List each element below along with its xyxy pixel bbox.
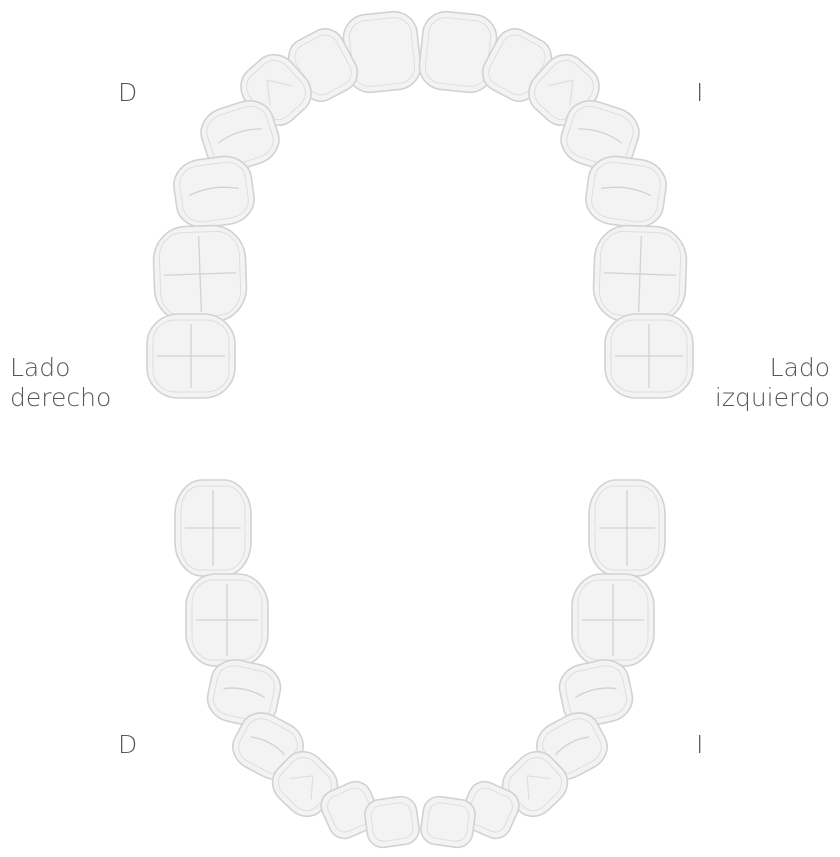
upper-right-marker: D — [118, 77, 137, 109]
left-side-label-line1: Lado — [770, 352, 830, 384]
upper-left-tooth-6 — [592, 224, 687, 323]
upper-right-tooth-7 — [147, 314, 235, 398]
lower-right-tooth-1 — [175, 480, 251, 576]
lower-left-tooth-2 — [572, 574, 654, 666]
lower-left-tooth-1 — [589, 480, 665, 576]
upper-left-tooth-7 — [605, 314, 693, 398]
right-side-label-line2: derecho — [10, 382, 111, 414]
right-side-label-line1: Lado — [10, 352, 70, 384]
lower-left-tooth-7 — [419, 795, 477, 850]
left-side-label-line2: izquierdo — [715, 382, 830, 414]
upper-left-marker: I — [696, 77, 703, 109]
upper-left-tooth-5 — [583, 153, 670, 231]
lower-right-tooth-7 — [363, 795, 421, 850]
lower-right-marker: D — [118, 729, 137, 761]
upper-right-tooth-5 — [171, 153, 258, 231]
lower-right-tooth-2 — [186, 574, 268, 666]
upper-right-tooth-6 — [152, 224, 247, 323]
lower-left-marker: I — [696, 729, 703, 761]
